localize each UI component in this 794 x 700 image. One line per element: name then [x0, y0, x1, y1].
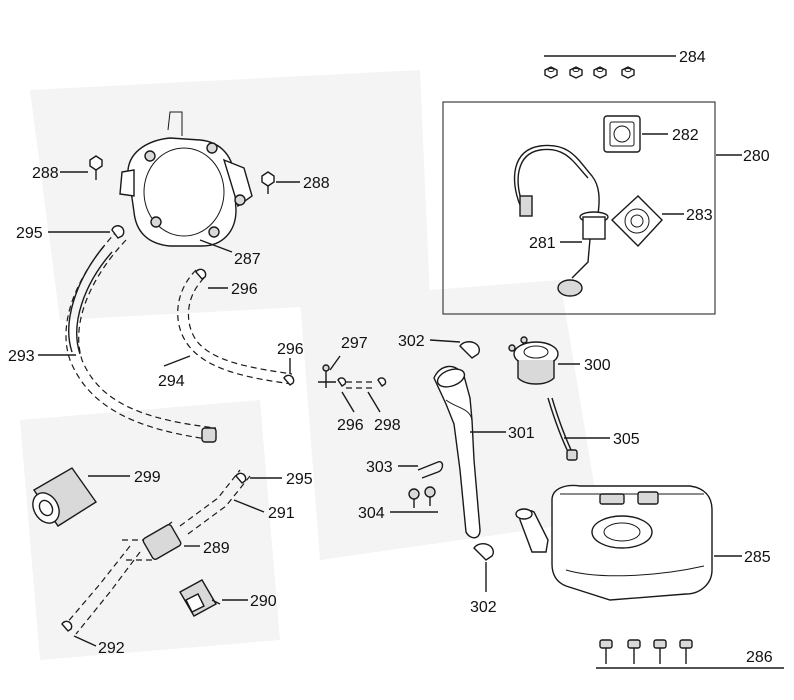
callout-288-left: 288 [32, 165, 59, 182]
nut-icon [544, 66, 558, 79]
callout-292: 292 [98, 640, 125, 657]
callout-286: 286 [746, 649, 773, 666]
callout-291: 291 [268, 505, 295, 522]
callout-296-middle: 296 [277, 341, 304, 358]
background-watermark [20, 70, 600, 660]
part-289-fuel-filter: 289 [142, 524, 230, 560]
nut-icon [593, 66, 607, 79]
part-303-clip: 303 [366, 459, 444, 479]
part-290-connector: 290 [179, 579, 277, 617]
nut-icon [621, 66, 635, 79]
callout-302-lower: 302 [470, 599, 497, 616]
part-288-bolt-left: 288 [32, 155, 103, 182]
callout-280: 280 [743, 148, 770, 165]
part-302-clamp-upper: 302 [398, 333, 480, 359]
part-296-clamp-upper: 296 [195, 268, 258, 298]
callout-300: 300 [584, 357, 611, 374]
callout-285: 285 [744, 549, 771, 566]
part-295-clamp-lower: 295 [235, 471, 313, 488]
part-286-bolts: 286 [596, 639, 784, 669]
part-298-short-hose: 298 [346, 381, 401, 434]
callout-283: 283 [686, 207, 713, 224]
callout-304: 304 [358, 505, 385, 522]
callout-297: 297 [341, 335, 368, 352]
callout-294: 294 [158, 373, 185, 390]
bolt-icon [627, 639, 641, 664]
callout-299: 299 [134, 469, 161, 486]
callout-301: 301 [508, 425, 535, 442]
part-304-screws: 304 [358, 486, 438, 522]
part-296-clamp-middle: 296 [277, 341, 304, 386]
part-305-vent-tube: 305 [547, 397, 640, 461]
part-300-filler-cap: 300 [508, 336, 611, 385]
callout-288-right: 288 [303, 175, 330, 192]
callout-287: 287 [234, 251, 261, 268]
part-302-clamp-lower: 302 [470, 543, 497, 616]
part-287-fuel-pump: 287 [119, 111, 261, 268]
nut-icon [569, 66, 583, 79]
part-288-bolt-right: 288 [261, 171, 330, 194]
bolt-icon [599, 639, 613, 664]
callout-295-lower: 295 [286, 471, 313, 488]
part-301-filler-hose: 301 [433, 365, 535, 539]
callout-289: 289 [203, 540, 230, 557]
callout-302-upper: 302 [398, 333, 425, 350]
callout-284: 284 [679, 49, 706, 66]
callout-296-upper: 296 [231, 281, 258, 298]
part-280-fuel-sender-assembly: 280 282 283 281 [442, 101, 770, 315]
callout-298: 298 [374, 417, 401, 434]
part-293-hose: 293 [8, 229, 217, 443]
part-282-square-gasket: 282 [603, 115, 699, 153]
bolt-icon [653, 639, 667, 664]
part-284-nuts: 284 [544, 49, 706, 79]
callout-296-lower: 296 [337, 417, 364, 434]
callout-293: 293 [8, 348, 35, 365]
part-299-filter-sleeve: 299 [32, 467, 161, 527]
callout-305: 305 [613, 431, 640, 448]
part-285-fuel-tank: 285 [515, 484, 771, 601]
callout-290: 290 [250, 593, 277, 610]
callout-303: 303 [366, 459, 393, 476]
callout-295-upper: 295 [16, 225, 43, 242]
bolt-icon [679, 639, 693, 664]
part-292-hose: 292 [61, 545, 141, 657]
callout-281: 281 [529, 235, 556, 252]
part-283-sender-gasket: 283 [610, 195, 713, 248]
callout-282: 282 [672, 127, 699, 144]
part-294-hose: 294 [158, 269, 293, 390]
part-296-clamp-lower: 296 [337, 377, 387, 434]
part-281-fuel-level-sender: 281 [513, 144, 609, 297]
part-297-t-fitting: 297 [318, 335, 368, 388]
part-295-clamp-upper: 295 [16, 225, 125, 242]
